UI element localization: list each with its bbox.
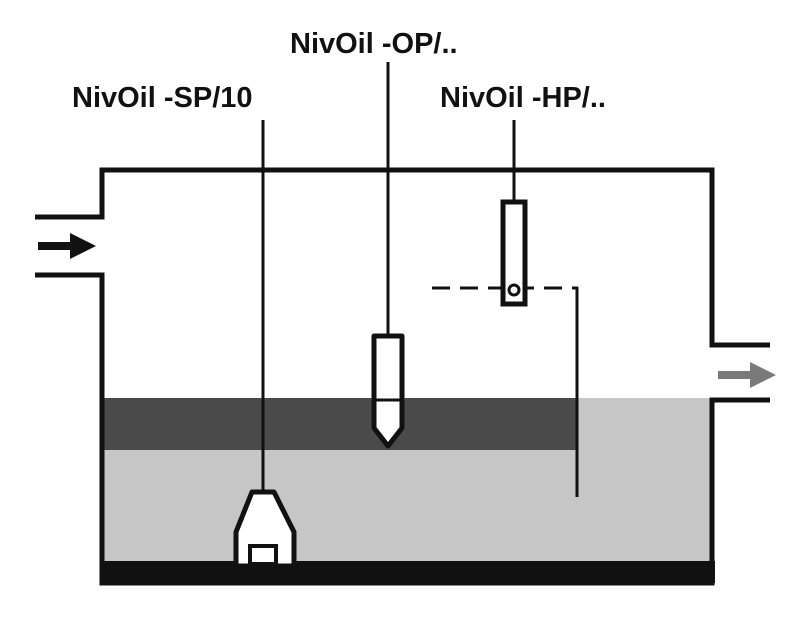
sensor-hp [500, 120, 528, 307]
water-layer-right [578, 398, 712, 450]
oil-layer [102, 398, 578, 450]
label-sensor-sp: NivOil -SP/10 [72, 82, 253, 114]
sludge-layer [100, 561, 715, 583]
sensor-op [371, 62, 405, 449]
arrow-right-icon [718, 362, 776, 388]
water-layer [102, 448, 712, 563]
label-sensor-op: NivOil -OP/.. [290, 28, 458, 60]
tank-outline-lower [35, 272, 770, 586]
arrow-right-icon [38, 233, 96, 259]
label-sensor-hp: NivOil -HP/.. [440, 82, 606, 114]
tank-outline [35, 167, 770, 348]
sensor-sp [233, 120, 297, 569]
